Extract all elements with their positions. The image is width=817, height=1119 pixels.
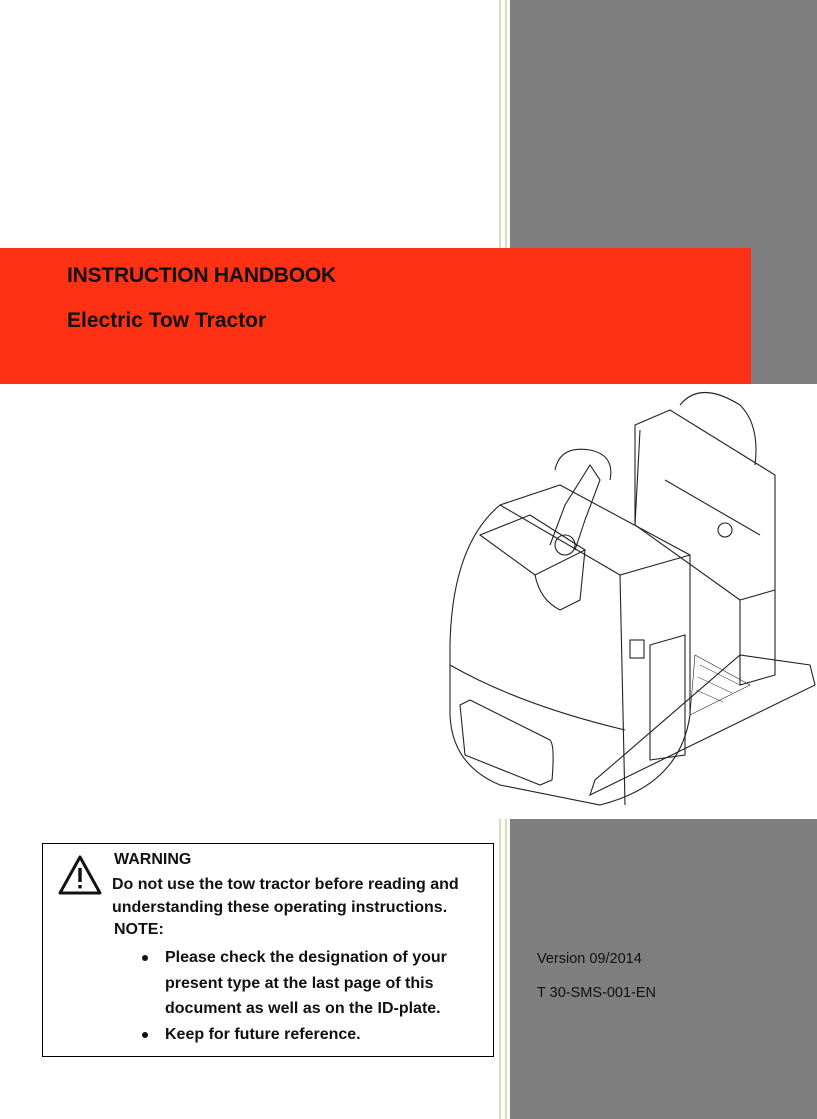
rule-line-3	[499, 819, 501, 1119]
document-number: T 30-SMS-001-EN	[537, 985, 656, 1001]
document-title: INSTRUCTION HANDBOOK	[67, 264, 336, 287]
version-label: Version 09/2014	[537, 951, 642, 967]
note-item: Keep for future reference.	[139, 1022, 484, 1048]
warning-box: WARNING Do not use the tow tractor befor…	[42, 843, 494, 1057]
warning-text: Do not use the tow tractor before readin…	[112, 876, 459, 916]
rule-line-1	[499, 0, 501, 248]
warning-triangle-icon	[58, 855, 102, 895]
warning-title: WARNING	[114, 851, 192, 868]
title-banner: INSTRUCTION HANDBOOK Electric Tow Tracto…	[0, 248, 751, 384]
document-subtitle: Electric Tow Tractor	[67, 309, 267, 332]
note-item: Please check the designation of your pre…	[139, 945, 484, 1022]
note-list: Please check the designation of your pre…	[139, 945, 484, 1047]
note-title: NOTE:	[114, 921, 164, 938]
rule-line-4	[505, 819, 507, 1119]
bottom-gray-panel	[510, 819, 817, 1119]
tow-tractor-illustration	[449, 392, 816, 806]
rule-line-2	[505, 0, 507, 248]
